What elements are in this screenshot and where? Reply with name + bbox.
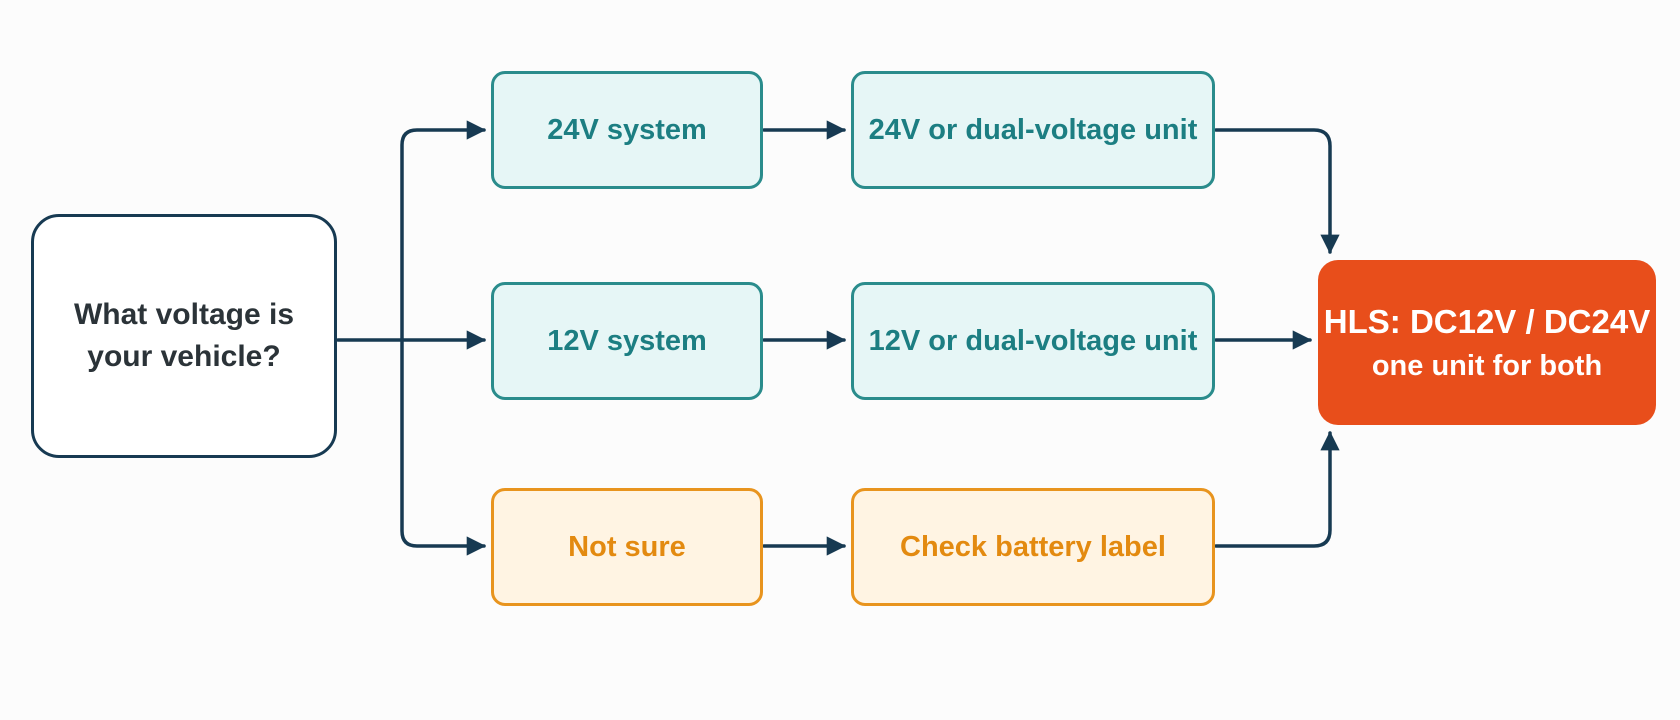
option-not-sure-node: Not sure xyxy=(491,488,763,606)
arrow-24v-unit-to-result xyxy=(1214,128,1340,254)
arrow-check-to-result xyxy=(1214,431,1340,548)
option-not-sure-label: Not sure xyxy=(568,530,686,563)
result-check-battery-label: Check battery label xyxy=(900,530,1166,563)
option-12v-node: 12V system xyxy=(491,282,763,400)
result-24v-label: 24V or dual-voltage unit xyxy=(868,113,1198,146)
final-recommendation-subtitle: one unit for both xyxy=(1371,350,1603,383)
option-12v-label: 12V system xyxy=(547,324,707,357)
option-24v-node: 24V system xyxy=(491,71,763,189)
start-question-node: What voltage is your vehicle? xyxy=(31,214,337,458)
arrow-start-to-not-sure xyxy=(400,338,486,556)
result-12v-node: 12V or dual-voltage unit xyxy=(851,282,1215,400)
result-check-battery-node: Check battery label xyxy=(851,488,1215,606)
result-24v-node: 24V or dual-voltage unit xyxy=(851,71,1215,189)
start-question-line-2: your vehicle? xyxy=(87,340,281,373)
final-recommendation-node: HLS: DC12V / DC24V one unit for both xyxy=(1318,260,1656,425)
final-recommendation-title: HLS: DC12V / DC24V xyxy=(1323,302,1651,340)
start-question-line-1: What voltage is xyxy=(73,298,295,331)
result-12v-label: 12V or dual-voltage unit xyxy=(868,324,1198,357)
arrow-start-to-24v xyxy=(400,120,486,342)
option-24v-label: 24V system xyxy=(547,113,707,146)
